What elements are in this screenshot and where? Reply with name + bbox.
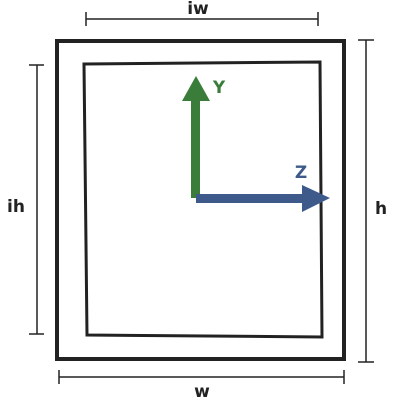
outer-frame xyxy=(55,39,346,361)
z-axis-arrow xyxy=(196,185,330,212)
w-dimension-line xyxy=(58,370,345,384)
w-label: w xyxy=(194,382,210,400)
h-dimension-line xyxy=(358,39,374,363)
inner-frame xyxy=(82,60,324,339)
y-axis-label: Y xyxy=(212,78,226,98)
ih-label: ih xyxy=(7,197,25,217)
h-label: h xyxy=(375,199,387,219)
y-axis-arrow xyxy=(182,76,210,198)
iw-dimension-line xyxy=(85,12,319,26)
z-axis-label: Z xyxy=(295,163,307,183)
iw-label: iw xyxy=(187,0,209,19)
ih-dimension-line xyxy=(29,64,44,335)
